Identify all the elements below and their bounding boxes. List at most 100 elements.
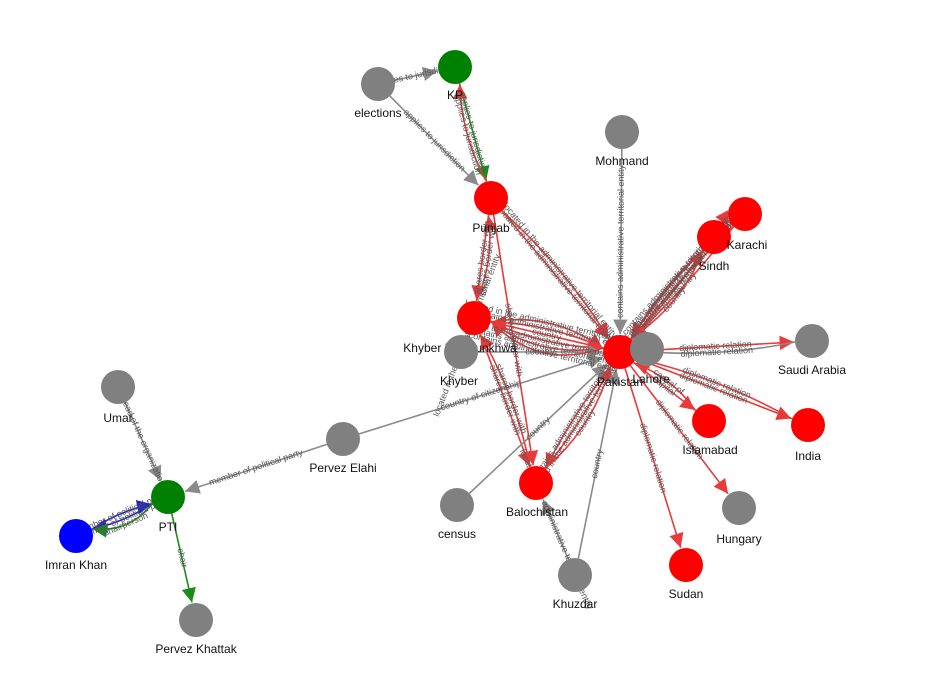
edge-pervezelahi-to-pti [184,443,328,494]
edge-karachi-to-sindh [715,210,732,227]
node-label-umar: Umar [103,411,132,425]
edge-label: head of the organization [119,395,168,487]
node-label-elections: elections [354,106,401,120]
node-umar[interactable]: Umar [101,370,135,425]
node-hungary[interactable]: Hungary [716,491,762,546]
edge-label: diplomatic relation [679,339,752,353]
node-mohmand[interactable]: Mohmand [595,115,649,168]
node-circle-khyber[interactable] [444,335,478,369]
node-label-census: census [438,527,476,541]
node-label-hungary: Hungary [716,532,761,546]
node-label-pti: PTI [159,520,178,534]
node-khyber[interactable]: Khyber [440,335,478,388]
node-label-saudi-arabia: Saudi Arabia [778,363,846,377]
edge-khyberpakhtunkhwa-to-punjab [475,215,498,302]
node-label-pervez-khattak: Pervez Khattak [155,642,237,656]
edge-label: country [589,448,605,479]
edge-pakistan-to-khyberpakhtunkhwa [490,321,604,356]
node-circle-india[interactable] [791,408,825,442]
node-label-punjab: Punjab [472,221,510,235]
node-circle-pervez-elahi[interactable] [326,422,360,456]
edge-mohmand-to-pakistan [613,148,628,335]
node-pakistan[interactable]: Pakistan [597,335,643,389]
edge-pakistan-to-india [635,357,792,420]
node-saudi-arabia[interactable]: Saudi Arabia [778,324,846,377]
node-pervez-elahi[interactable]: Pervez Elahi [309,422,377,475]
node-circle-imran-khan[interactable] [59,519,93,553]
node-imran-khan[interactable]: Imran Khan [45,519,107,572]
node-circle-saudi-arabia[interactable] [795,324,829,358]
node-label-khyber: Khyber [440,374,478,388]
edge-pakistan-to-hungary [629,365,729,495]
node-khuzdar[interactable]: Khuzdar [553,558,598,611]
node-circle-umar[interactable] [101,370,135,404]
node-label-mohmand: Mohmand [595,154,648,168]
node-karachi[interactable]: Karachi [727,197,768,252]
edge-pti-to-imrankhan [92,503,153,538]
node-circle-pti[interactable] [151,480,185,514]
edge-sindh-to-pakistan [630,249,704,339]
edge-label: chair [175,547,189,568]
node-circle-census[interactable] [440,488,474,522]
node-label-pakistan: Pakistan [597,375,643,389]
node-label-khuzdar: Khuzdar [553,597,598,611]
node-kp[interactable]: KP [438,50,472,102]
edge-label: contains administrative territorial enti… [615,164,626,318]
node-punjab[interactable]: Punjab [472,181,510,235]
node-label-lahore: Lahore [632,372,670,386]
node-circle-sindh[interactable] [697,220,731,254]
node-label-pervez-elahi: Pervez Elahi [309,461,376,475]
node-sindh[interactable]: Sindh [697,220,731,273]
node-circle-islamabad[interactable] [692,404,726,438]
edge-label: diplomatic relation [638,422,669,494]
edge-pakistan-to-sudan [624,368,684,549]
node-circle-karachi[interactable] [728,197,762,231]
node-india[interactable]: India [791,408,825,463]
node-label-islamabad: Islamabad [682,443,737,457]
edge-label: diplomatic relation [680,345,753,359]
node-circle-punjab[interactable] [474,181,508,215]
node-pervez-khattak[interactable]: Pervez Khattak [155,603,238,656]
node-islamabad[interactable]: Islamabad [682,404,738,457]
node-circle-khuzdar[interactable] [558,558,592,592]
node-label-sudan: Sudan [669,587,704,601]
edges-layer [91,66,796,603]
node-label-karachi: Karachi [727,238,768,252]
edge-khuzdar-to-balochistan [542,499,570,560]
edge-label: applies to jurisdiction [402,107,468,173]
edge-label: member of political party [208,447,305,487]
node-circle-khyber-pakhtunkhwa[interactable] [457,301,491,335]
node-circle-pakistan[interactable] [603,335,637,369]
edge-balochistan-to-khyberpakhtunkhwa [479,334,531,468]
node-circle-mohmand[interactable] [605,115,639,149]
edge-elections-to-kp [394,66,438,82]
node-label-imran-khan: Imran Khan [45,558,107,572]
edge-khyber-to-khyberpakhtunkhwa [455,334,470,351]
node-circle-elections[interactable] [361,67,395,101]
node-lahore[interactable]: Lahore [630,332,670,386]
edge-elections-to-punjab [389,95,479,186]
node-label-kp: KP [447,88,463,102]
node-balochistan[interactable]: Balochistan [506,466,568,519]
edge-balochistan-to-pakistan [544,366,614,470]
node-circle-kp[interactable] [438,50,472,84]
node-circle-sudan[interactable] [669,548,703,582]
node-pti[interactable]: PTI [151,480,185,534]
node-label-india: India [795,449,821,463]
node-label-balochistan: Balochistan [506,505,568,519]
node-circle-hungary[interactable] [722,491,756,525]
node-circle-balochistan[interactable] [519,466,553,500]
edge-umar-to-pti [124,402,162,481]
edge-punjab-to-kp [453,84,488,182]
node-census[interactable]: census [438,488,476,541]
edge-label: country [525,346,555,356]
node-elections[interactable]: elections [354,67,402,120]
node-label-sindh: Sindh [699,259,730,273]
edge-pervezelahi-to-pakistan [358,354,604,435]
node-circle-pervez-khattak[interactable] [179,603,213,637]
edge-punjab-to-pakistan [501,210,610,339]
node-circle-lahore[interactable] [630,332,664,366]
node-sudan[interactable]: Sudan [669,548,704,601]
